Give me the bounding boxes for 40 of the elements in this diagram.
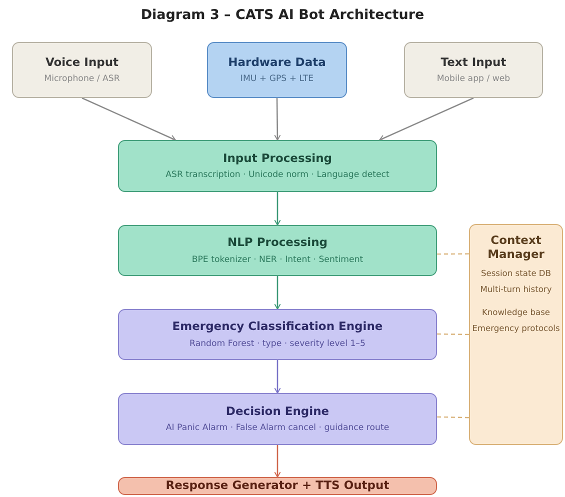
- arrow: [379, 97, 474, 142]
- context-panel: [469, 224, 563, 445]
- process-box: [118, 140, 437, 192]
- arrow: [274, 192, 281, 226]
- arrow: [274, 445, 281, 478]
- process-box: [118, 309, 437, 360]
- input-box: [12, 42, 152, 98]
- arrow: [274, 360, 281, 394]
- box-description: Knowledge base: [482, 306, 550, 317]
- box-description: ASR transcription · Unicode norm · Language detect: [166, 170, 390, 180]
- box-heading: Response Generator + TTS Output: [166, 479, 390, 493]
- box-heading: Input Processing: [222, 152, 332, 166]
- process-box: [118, 225, 437, 276]
- dashed-connector: [437, 253, 469, 255]
- box-description: BPE tokenizer · NER · Intent · Sentiment: [192, 254, 364, 265]
- arrow: [274, 98, 281, 140]
- dashed-connector: [436, 416, 470, 418]
- output-box: [118, 477, 437, 495]
- box-description: Emergency protocols: [472, 322, 560, 333]
- box-heading: Decision Engine: [226, 404, 330, 418]
- box-heading: NLP Processing: [227, 236, 328, 250]
- box-description: Mobile app / web: [436, 74, 510, 84]
- dashed-connector: [436, 333, 470, 336]
- box-description: Session state DB: [480, 268, 552, 278]
- box-description: Random Forest · type · severity level 1–5: [190, 338, 366, 349]
- box-heading: Emergency Classification Engine: [172, 320, 383, 334]
- arrow: [274, 276, 281, 310]
- box-description: AI Panic Alarm · False Alarm cancel · guidance route: [166, 423, 390, 434]
- arrow: [82, 97, 176, 142]
- diagram-title: Diagram 3 – CATS AI Bot Architecture: [140, 7, 426, 23]
- input-box: [207, 42, 347, 98]
- box-heading: Text Input: [440, 56, 506, 70]
- process-box: [118, 393, 437, 445]
- box-heading: Voice Input: [45, 56, 119, 70]
- box-description: Multi-turn history: [480, 284, 552, 294]
- box-description: Microphone / ASR: [44, 74, 120, 84]
- box-heading: Context Manager: [486, 234, 546, 262]
- input-box: [404, 42, 543, 98]
- box-description: IMU + GPS + LTE: [240, 74, 314, 84]
- box-heading: Hardware Data: [228, 56, 326, 70]
